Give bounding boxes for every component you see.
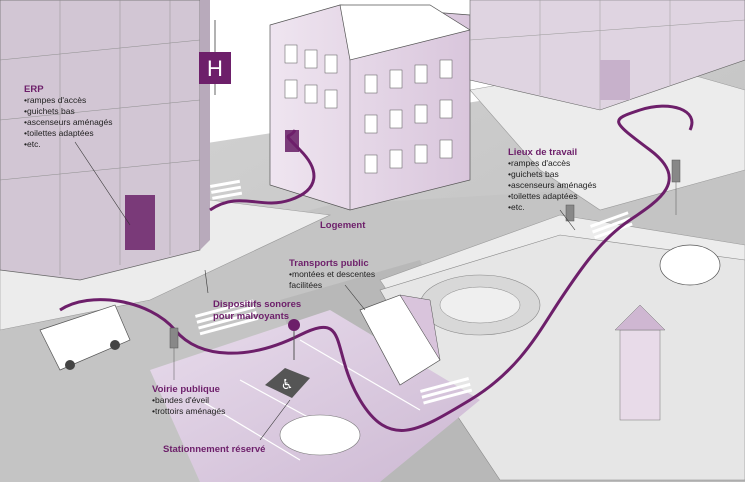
label-dispositifs-sonores: Dispositifs sonores pour malvoyants xyxy=(213,299,301,323)
car-right xyxy=(659,244,721,286)
accessible-route xyxy=(59,104,694,432)
label-voirie-item: trottoirs aménagés xyxy=(152,406,225,417)
label-voirie-title: Voirie publique xyxy=(152,384,220,395)
label-erp: ERP rampes d'accès guichets bas ascenseu… xyxy=(24,84,113,150)
label-lieux-item: etc. xyxy=(508,202,597,213)
wheelchair-icon: ♿ xyxy=(281,377,294,393)
crosswalks xyxy=(195,179,633,405)
hospital-sign: H xyxy=(199,20,231,95)
label-logement: Logement xyxy=(320,220,366,231)
logement-building xyxy=(269,4,471,211)
label-stationnement: Stationnement réservé xyxy=(163,444,266,455)
accessible-route-building xyxy=(209,129,316,212)
traffic-lights xyxy=(169,159,681,380)
hospital-sign-letter: H xyxy=(207,56,223,81)
label-voirie-publique: Voirie publique bandes d'éveil trottoirs… xyxy=(152,384,225,417)
label-lieux-title: Lieux de travail xyxy=(508,147,578,158)
leader-lines xyxy=(74,141,576,441)
label-lieux-item: rampes d'accès xyxy=(508,158,597,169)
label-erp-item: guichets bas xyxy=(24,106,113,117)
label-transports-public: Transports public montées et descentes f… xyxy=(289,258,399,291)
label-transports-item: montées et descentes facilitées xyxy=(289,269,399,291)
label-dispositifs-line2: pour malvoyants xyxy=(213,311,290,322)
label-erp-item: etc. xyxy=(24,139,113,150)
reserved-parking-sign: ♿ xyxy=(265,319,310,398)
bus xyxy=(359,294,441,386)
label-lieux-item: toilettes adaptées xyxy=(508,191,597,202)
park xyxy=(379,234,745,481)
label-erp-item: ascenseurs aménagés xyxy=(24,117,113,128)
label-transports-title: Transports public xyxy=(289,258,369,269)
label-erp-item: toilettes adaptées xyxy=(24,128,113,139)
ambulance xyxy=(39,304,131,371)
label-erp-item: rampes d'accès xyxy=(24,95,113,106)
label-lieux-de-travail: Lieux de travail rampes d'accès guichets… xyxy=(508,147,597,213)
label-lieux-item: guichets bas xyxy=(508,169,597,180)
label-dispositifs-line1: Dispositifs sonores xyxy=(213,299,302,310)
label-voirie-item: bandes d'éveil xyxy=(152,395,225,406)
label-erp-title: ERP xyxy=(24,84,44,95)
label-lieux-item: ascenseurs aménagés xyxy=(508,180,597,191)
workplace-building xyxy=(469,0,745,111)
